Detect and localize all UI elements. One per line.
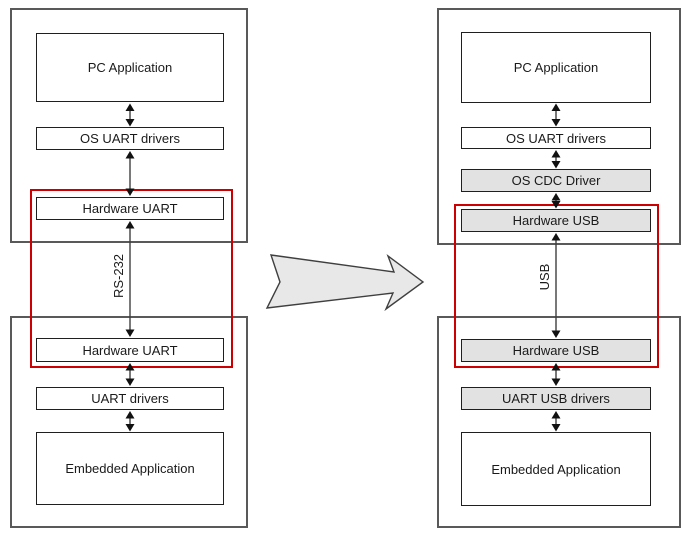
highlight-rect-rs232 — [30, 189, 233, 368]
pc-host-container-left — [10, 8, 248, 243]
box-embedded-application-left: Embedded Application — [36, 432, 224, 505]
box-uart-drivers: UART drivers — [36, 387, 224, 410]
box-embedded-application-right: Embedded Application — [461, 432, 651, 506]
box-hardware-usb-bottom: Hardware USB — [461, 339, 651, 362]
box-hardware-uart-top: Hardware UART — [36, 197, 224, 220]
box-os-uart-drivers-left: OS UART drivers — [36, 127, 224, 150]
box-pc-application-left: PC Application — [36, 33, 224, 102]
box-uart-usb-drivers: UART USB drivers — [461, 387, 651, 410]
box-os-uart-drivers-right: OS UART drivers — [461, 127, 651, 149]
embedded-container-right — [437, 316, 681, 528]
box-pc-application-right: PC Application — [461, 32, 651, 103]
transition-arrow — [265, 254, 425, 312]
box-os-cdc-driver: OS CDC Driver — [461, 169, 651, 192]
highlight-rect-usb — [454, 204, 659, 368]
box-hardware-usb-top: Hardware USB — [461, 209, 651, 232]
box-hardware-uart-bottom: Hardware UART — [36, 338, 224, 362]
pc-host-container-right — [437, 8, 681, 245]
embedded-container-left — [10, 316, 248, 528]
